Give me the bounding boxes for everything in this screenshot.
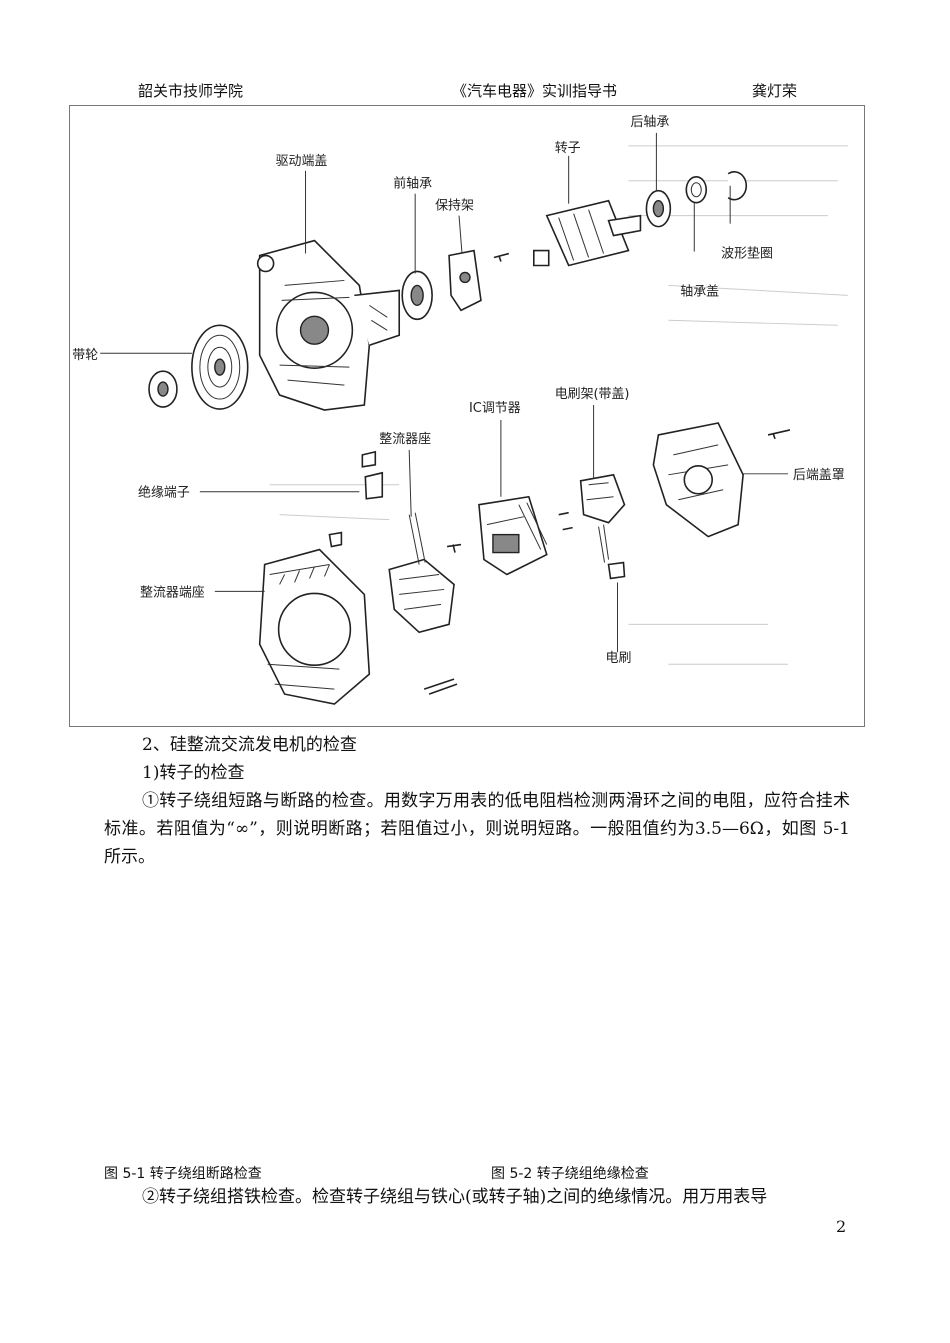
retainer-part	[448, 249, 510, 312]
part-labels: 后轴承 转子 驱动端盖 前轴承 保持架 波形垫圈 轴承盖 带轮 IC调节器 电刷…	[72, 115, 844, 666]
label-rectifier-seat: 整流器座	[379, 432, 431, 447]
label-drive-end-cover: 驱动端盖	[276, 154, 328, 169]
header-book-title: 《汽车电器》实训指导书	[452, 82, 618, 100]
header-school: 韶关市技师学院	[138, 82, 244, 100]
ic-regulator-part	[478, 495, 548, 576]
label-rectifier-end-seat: 整流器端座	[140, 585, 205, 600]
front-bearing-part	[401, 270, 433, 321]
alternator-diagram: 后轴承 转子 驱动端盖 前轴承 保持架 波形垫圈 轴承盖 带轮 IC调节器 电刷…	[72, 115, 848, 705]
label-brush: 电刷	[606, 651, 632, 666]
label-bearing-cover: 轴承盖	[680, 284, 719, 299]
label-insulated-terminal: 绝缘端子	[138, 485, 190, 501]
label-rear-cover: 后端盖罩	[793, 468, 845, 483]
label-front-bearing: 前轴承	[393, 176, 432, 192]
pulley-part	[148, 324, 249, 410]
drive-end-cover-part	[256, 239, 401, 411]
brush-holder-part	[558, 473, 626, 580]
rear-cover-part	[652, 422, 791, 538]
label-ic-regulator: IC调节器	[469, 401, 521, 416]
caption-figure-5-1: 图 5-1 转子绕组断路检查	[104, 1166, 262, 1182]
page-number: 2	[836, 1217, 847, 1236]
label-rear-bearing: 后轴承	[630, 115, 669, 130]
header-author: 龚灯荣	[752, 82, 798, 100]
rectifier-end-seat-part	[258, 548, 458, 705]
sub-heading: 1)转子的检查	[142, 763, 245, 783]
rotor-part	[532, 171, 748, 267]
paragraph-ground-check: ②转子绕组搭铁检查。检查转子绕组与铁心(或转子轴)之间的绝缘情况。用万用表导	[142, 1187, 768, 1207]
rectifier-seat-part	[328, 450, 462, 634]
section-heading: 2、硅整流交流发电机的检查	[142, 735, 357, 755]
alternator-exploded-figure: 后轴承 转子 驱动端盖 前轴承 保持架 波形垫圈 轴承盖 带轮 IC调节器 电刷…	[69, 105, 865, 727]
label-brush-holder: 电刷架(带盖)	[555, 387, 630, 402]
label-pulley: 带轮	[72, 348, 98, 363]
label-retainer: 保持架	[435, 199, 474, 214]
label-rotor: 转子	[555, 141, 581, 156]
caption-figure-5-2: 图 5-2 转子绕组绝缘检查	[491, 1166, 649, 1182]
paragraph-short-open-check: ①转子绕组短路与断路的检查。用数字万用表的低电阻档检测两滑环之间的电阻，应符合挂…	[104, 791, 850, 867]
label-wave-washer: 波形垫圈	[721, 246, 773, 262]
leader-lines	[100, 132, 788, 653]
